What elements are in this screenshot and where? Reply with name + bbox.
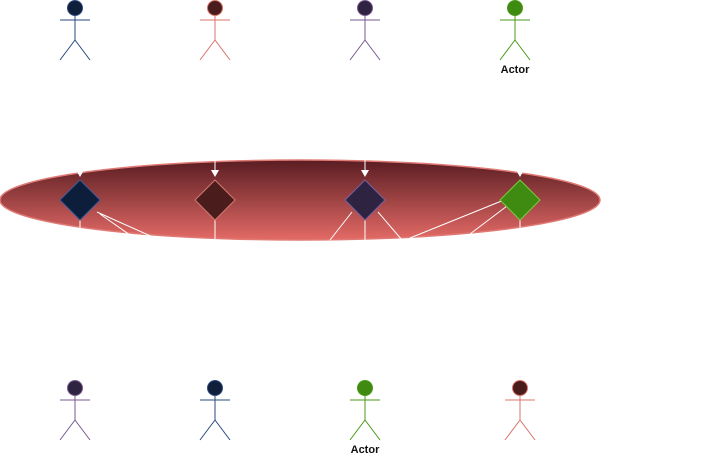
actor-left-leg <box>349 39 366 61</box>
connector-diamond-4-diag-b <box>469 205 508 235</box>
connector-diamond-3-diag-left <box>329 211 353 241</box>
actor-left-leg <box>504 419 521 441</box>
actor-right-leg <box>364 39 381 61</box>
bottom-actor-1[interactable] <box>59 380 91 441</box>
bottom-actor-row: Actor <box>59 380 536 457</box>
actor-head <box>357 0 373 16</box>
actor-left-leg <box>499 39 516 61</box>
actor-right-leg <box>514 39 531 61</box>
actor-left-leg <box>59 39 76 61</box>
connector-diamond-1-diag-a <box>96 211 156 239</box>
actor-left-leg <box>199 419 216 441</box>
connector-diamond-3-diag-right <box>377 211 403 241</box>
diamond-3[interactable] <box>344 179 386 221</box>
actor-right-leg <box>519 419 536 441</box>
actor-head <box>207 380 223 396</box>
top-actor-row: Actor <box>59 0 531 77</box>
actor-label: Actor <box>351 444 380 456</box>
bottom-actor-4[interactable] <box>504 380 536 441</box>
actor-label: Actor <box>501 64 530 76</box>
diamond-1[interactable] <box>59 179 101 221</box>
actor-head <box>67 0 83 16</box>
connector-diamond-1-diag-b <box>99 213 131 236</box>
actor-right-leg <box>214 419 231 441</box>
actor-head <box>507 0 523 16</box>
top-actor-4[interactable]: Actor <box>499 0 531 77</box>
actor-right-leg <box>74 419 91 441</box>
bottom-actor-3[interactable]: Actor <box>349 380 381 457</box>
top-actor-2[interactable] <box>199 0 231 61</box>
actor-head <box>357 380 373 396</box>
actor-left-leg <box>59 419 76 441</box>
actor-head <box>512 380 528 396</box>
top-actor-3[interactable] <box>349 0 381 61</box>
actor-left-leg <box>349 419 366 441</box>
actor-right-leg <box>214 39 231 61</box>
connector-diamond-4-diag-a <box>409 199 505 239</box>
bottom-actor-2[interactable] <box>199 380 231 441</box>
actor-left-leg <box>199 39 216 61</box>
actor-right-leg <box>74 39 91 61</box>
connector-lines <box>76 160 524 241</box>
actor-head <box>207 0 223 16</box>
top-actor-1[interactable] <box>59 0 91 61</box>
swimlane-ellipse[interactable] <box>0 159 601 241</box>
diamond-2[interactable] <box>194 179 236 221</box>
diamond-4[interactable] <box>499 179 541 221</box>
actor-right-leg <box>364 419 381 441</box>
actor-head <box>67 380 83 396</box>
decision-diamonds <box>59 179 541 221</box>
